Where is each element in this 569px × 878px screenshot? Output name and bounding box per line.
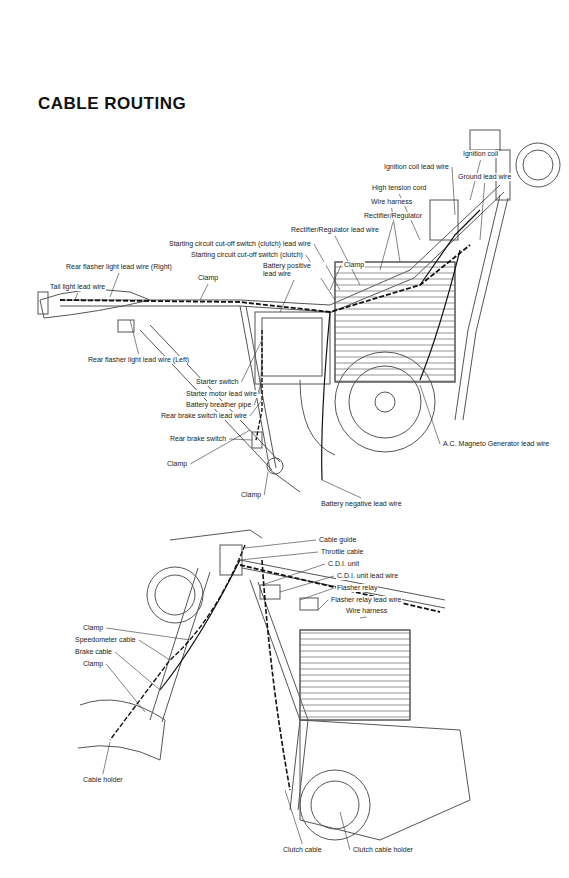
part-label: Ground lead wire bbox=[457, 173, 512, 181]
part-label: Brake cable bbox=[74, 648, 113, 656]
part-label: Battery breather pipe bbox=[185, 401, 252, 409]
part-label: Starter motor lead wire bbox=[185, 390, 258, 398]
part-label: Battery negative lead wire bbox=[320, 500, 403, 508]
leader-line bbox=[380, 222, 393, 270]
leader-line bbox=[262, 564, 325, 585]
leader-line bbox=[360, 617, 367, 618]
leader-line bbox=[130, 320, 139, 354]
leader-line bbox=[322, 480, 361, 498]
leader-line bbox=[115, 652, 160, 690]
part-label: Cable holder bbox=[82, 776, 124, 784]
leader-line bbox=[260, 360, 262, 394]
leader-line bbox=[452, 167, 455, 215]
leader-line bbox=[245, 540, 316, 548]
part-label: Starting circuit cut-off switch (clutch)… bbox=[168, 240, 312, 248]
part-label: Clamp bbox=[240, 491, 262, 499]
leader-line bbox=[280, 576, 334, 592]
part-label: Cable guide bbox=[318, 536, 357, 544]
part-label: Starter switch bbox=[195, 378, 239, 386]
part-label: Clamp bbox=[82, 660, 104, 668]
part-label: High tension cord bbox=[371, 184, 427, 192]
leader-line bbox=[340, 812, 350, 850]
leader-line bbox=[75, 293, 78, 300]
part-label: Clamp bbox=[197, 274, 219, 282]
part-label: Wire harness bbox=[345, 607, 388, 615]
part-label: Battery positive lead wire bbox=[262, 262, 326, 278]
part-label: Clamp bbox=[82, 624, 104, 632]
part-label: Clamp bbox=[343, 261, 365, 269]
part-label: Flasher relay bbox=[336, 584, 378, 592]
part-label: Speedometer cable bbox=[74, 636, 137, 644]
part-label: A.C. Magneto Generator lead wire bbox=[442, 440, 550, 448]
part-label: Clutch cable bbox=[282, 846, 323, 854]
part-label: C.D.I. unit lead wire bbox=[336, 572, 399, 580]
part-label: Rectifier/Regulator lead wire bbox=[290, 226, 380, 234]
part-label: Rear flasher light lead wire (Right) bbox=[65, 263, 173, 271]
part-label: Rear flasher light lead wire (Left) bbox=[87, 356, 190, 364]
leader-line bbox=[103, 742, 110, 774]
leader-line bbox=[318, 600, 328, 610]
part-label: Clamp bbox=[166, 460, 188, 468]
part-label: Rear brake switch lead wire bbox=[160, 412, 248, 420]
diagram-title: CABLE ROUTING bbox=[38, 94, 186, 114]
leader-line bbox=[280, 280, 294, 312]
leader-line bbox=[480, 183, 485, 240]
part-label: Throttle cable bbox=[320, 548, 364, 556]
part-label: Starting circuit cut-off switch (clutch) bbox=[190, 251, 304, 259]
leader-line bbox=[240, 552, 318, 560]
leader-line bbox=[241, 340, 262, 382]
leader-line bbox=[420, 385, 440, 444]
leader-line bbox=[285, 790, 302, 844]
part-label: Rectifier/Regulator bbox=[363, 212, 423, 220]
part-label: Ignition coil bbox=[462, 150, 499, 158]
part-label: Clutch cable holder bbox=[352, 846, 414, 854]
part-label: Tail light lead wire bbox=[49, 283, 106, 291]
leader-line bbox=[106, 664, 145, 712]
leader-line bbox=[110, 273, 119, 297]
part-label: Wire harness bbox=[370, 198, 413, 206]
leader-line bbox=[139, 640, 170, 660]
part-label: Rear brake switch bbox=[169, 435, 227, 443]
part-label: Flasher relay lead wire bbox=[330, 596, 402, 604]
part-label: C.D.I. unit bbox=[327, 560, 360, 568]
leader-line bbox=[330, 265, 341, 290]
leader-line bbox=[200, 284, 208, 300]
leader-line bbox=[300, 588, 334, 600]
leader-line bbox=[264, 472, 268, 495]
part-label: Ignition coil lead wire bbox=[383, 163, 450, 171]
